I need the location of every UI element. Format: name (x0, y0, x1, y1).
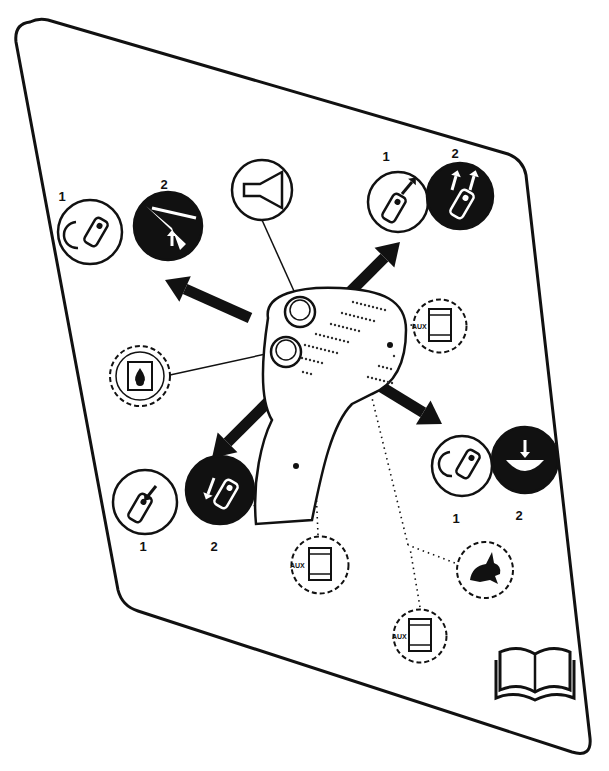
callout-number: 2 (515, 509, 522, 522)
callout-number: 1 (382, 150, 389, 163)
callout-number: 2 (451, 147, 458, 160)
callout-number: 2 (160, 178, 167, 191)
aux-text: AUX (290, 562, 305, 569)
manual-book-icon (496, 648, 574, 700)
callout-number: 2 (210, 540, 217, 553)
aux-text: AUX (412, 323, 427, 330)
callout-number: 1 (139, 540, 146, 553)
decal-outline (16, 19, 590, 753)
aux-button-icon: AUX (392, 608, 448, 664)
callout-number: 1 (58, 190, 65, 203)
function-icons (58, 160, 558, 598)
joystick-handle (255, 288, 406, 524)
aux-button-icon: AUX (412, 298, 468, 354)
leader-lines (170, 220, 460, 607)
callout-number: 1 (452, 512, 459, 525)
aux-button-icon: AUX (290, 535, 350, 595)
aux-text: AUX (392, 633, 407, 640)
